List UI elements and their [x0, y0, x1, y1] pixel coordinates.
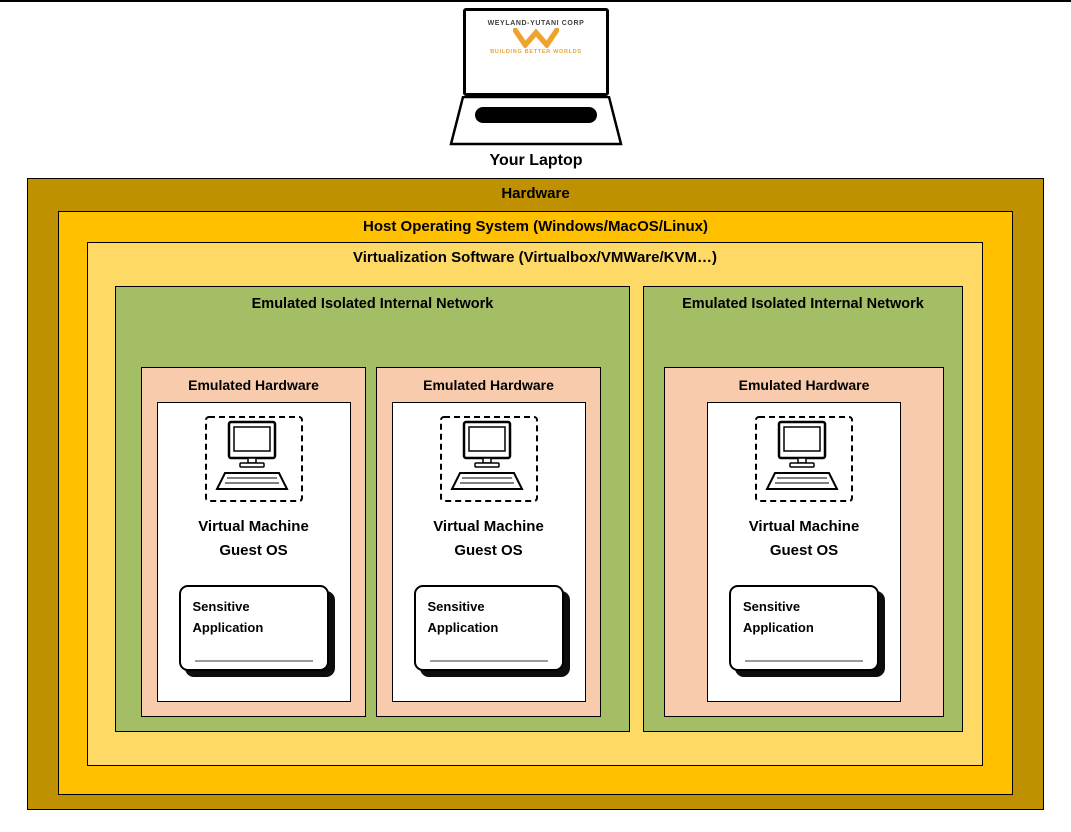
emulated-hardware-title: Emulated Hardware — [423, 377, 554, 393]
emulated-hardware-title: Emulated Hardware — [188, 377, 319, 393]
layer-hardware-title: Hardware — [501, 185, 570, 202]
virtual-machine-icon — [754, 415, 854, 503]
network-2-title: Emulated Isolated Internal Network — [682, 296, 924, 312]
laptop-label: Your Laptop — [489, 152, 583, 169]
virtual-machine-box: Virtual Machine Guest OS Sensitive Appli… — [156, 402, 351, 702]
sensitive-app-label: Sensitive Application — [743, 599, 814, 636]
app-underline — [194, 660, 313, 662]
layer-host-os-title: Host Operating System (Windows/MacOS/Lin… — [363, 218, 708, 235]
laptop-keyboard — [475, 107, 597, 123]
app-underline — [745, 660, 863, 662]
virtual-machine-box: Virtual Machine Guest OS Sensitive Appli… — [391, 402, 586, 702]
layer-hardware: Hardware Host Operating System (Windows/… — [27, 178, 1044, 810]
logo-w-icon — [513, 28, 559, 48]
weyland-yutani-logo: WEYLAND-YUTANI CORP BUILDING BETTER WORL… — [466, 11, 606, 55]
laptop-screen: WEYLAND-YUTANI CORP BUILDING BETTER WORL… — [463, 8, 609, 96]
sensitive-app-label: Sensitive Application — [192, 599, 264, 636]
guest-os-label: Virtual Machine Guest OS — [198, 518, 309, 559]
top-border-line — [0, 0, 1071, 2]
guest-os-label: Virtual Machine Guest OS — [433, 518, 544, 559]
laptop-body — [449, 96, 623, 146]
sensitive-app-box: Sensitive Application — [413, 585, 564, 671]
guest-os-label: Virtual Machine Guest OS — [748, 518, 860, 559]
logo-tagline-text: BUILDING BETTER WORLDS — [490, 49, 582, 55]
layer-virtualization-title: Virtualization Software (Virtualbox/VMWa… — [353, 249, 717, 266]
emulated-hardware-box: Emulated Hardware — [376, 367, 601, 717]
virtual-machine-icon — [439, 415, 539, 503]
layer-virtualization: Virtualization Software (Virtualbox/VMWa… — [87, 242, 983, 766]
logo-company-text: WEYLAND-YUTANI CORP — [487, 20, 585, 27]
network-box-1: Emulated Isolated Internal Network Emula… — [115, 286, 630, 732]
network-1-title: Emulated Isolated Internal Network — [251, 296, 494, 312]
emulated-hardware-box: Emulated Hardware — [141, 367, 366, 717]
virtual-machine-icon — [204, 415, 304, 503]
laptop-figure: WEYLAND-YUTANI CORP BUILDING BETTER WORL… — [449, 8, 623, 170]
sensitive-app-box: Sensitive Application — [729, 585, 879, 671]
layer-host-os: Host Operating System (Windows/MacOS/Lin… — [58, 211, 1013, 795]
network-box-2: Emulated Isolated Internal Network Emula… — [643, 286, 963, 732]
app-underline — [429, 660, 548, 662]
sensitive-app-label: Sensitive Application — [427, 599, 499, 636]
virtual-machine-box: Virtual Machine Guest OS Sensitive Appli… — [707, 402, 901, 702]
sensitive-app-box: Sensitive Application — [178, 585, 329, 671]
emulated-hardware-title: Emulated Hardware — [738, 377, 870, 393]
emulated-hardware-box: Emulated Hardware — [664, 367, 944, 717]
